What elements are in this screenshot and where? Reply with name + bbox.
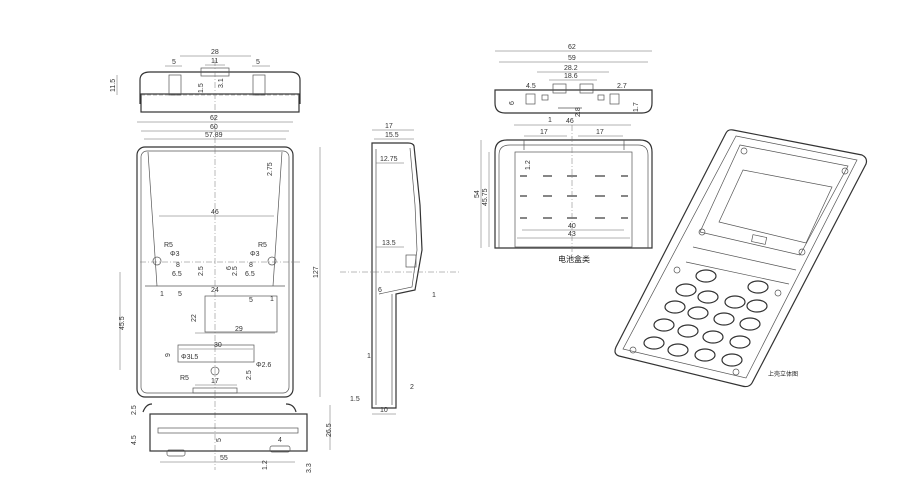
dim-label: 6 <box>509 101 516 105</box>
dim-label: 30 <box>214 342 222 349</box>
dim-label: 17 <box>385 123 393 130</box>
dim-label: 62 <box>568 44 576 51</box>
dim-label: 46 <box>211 209 219 216</box>
dim-label: 45.75 <box>482 188 489 206</box>
box-label: Φ3L5 <box>181 354 198 361</box>
dim-label: 2 <box>410 384 414 391</box>
dim-label: R5 <box>180 375 189 382</box>
dim-label: 1 <box>432 292 436 299</box>
iso-view: 上壳立体图 <box>614 129 868 388</box>
dim-label: 1.2 <box>525 160 532 170</box>
dim-label: 2.5 <box>232 266 239 276</box>
dim-label: 1.5 <box>198 83 205 93</box>
dim-label: 2.5 <box>198 266 205 276</box>
dim-label: 5 <box>256 59 260 66</box>
dim-label: 2.75 <box>267 162 274 176</box>
dim-label: 3.3 <box>306 463 313 473</box>
dim-label: 45.5 <box>119 316 126 330</box>
front-bottom-cap: 2.5 4.5 5 55 4 1.2 3.3 26.5 <box>131 403 333 473</box>
side-view: 17 15.5 12.75 13.5 6 1 1 2 1.5 10 <box>340 123 460 415</box>
battery-cover: 62 59 28.2 18.6 4.5 2.7 6 1.7 1 2.8 <box>494 44 653 124</box>
dim-label: 62 <box>210 115 218 122</box>
dim-label: 55 <box>220 455 228 462</box>
dim-label: 11 <box>211 58 218 65</box>
dim-label: 1 <box>367 353 371 360</box>
dim-label: 17 <box>211 378 219 385</box>
dim-label: 2.8 <box>575 107 582 117</box>
dim-label: 11.5 <box>110 79 117 92</box>
dim-label: 1 <box>270 296 274 303</box>
dim-label: 24 <box>211 287 219 294</box>
dim-label: 28.2 <box>564 65 578 72</box>
dim-label: 5 <box>216 438 223 442</box>
dim-label: 6 <box>226 266 233 270</box>
dim-label: 6.5 <box>245 271 255 278</box>
dim-label: R5 <box>164 242 173 249</box>
dim-label: 57.89 <box>205 132 223 139</box>
dim-label: 1 <box>160 291 164 298</box>
dim-label: 4.5 <box>131 435 138 445</box>
front-top-cap: 28 5 5 11 11.5 1.5 3.1 <box>110 49 301 113</box>
dim-label: 127 <box>313 266 320 278</box>
dim-label: 59 <box>568 55 576 62</box>
dim-label: 40 <box>568 223 576 230</box>
dim-label: 5 <box>172 59 176 66</box>
keypad <box>643 269 769 367</box>
dim-label: 28 <box>211 49 219 56</box>
dim-label: Φ3 <box>250 251 260 258</box>
dim-label: 3.1 <box>218 78 225 88</box>
dim-label: Φ3 <box>170 251 180 258</box>
dim-label: 5 <box>249 297 253 304</box>
dim-label: 54 <box>474 190 481 198</box>
dim-label: 17 <box>540 129 548 136</box>
dim-label: 18.6 <box>564 73 578 80</box>
battery-box: 46 17 17 1.2 54 45.75 40 43 电池盒类 <box>474 118 653 264</box>
dim-label: 5 <box>178 291 182 298</box>
dim-label: 8 <box>176 262 180 269</box>
dim-label: 43 <box>568 231 576 238</box>
dim-label: R5 <box>258 242 267 249</box>
dim-label: 4 <box>278 437 282 444</box>
dim-label: 6.5 <box>172 271 182 278</box>
dim-label: 8 <box>249 262 253 269</box>
dim-label: 1.5 <box>350 396 360 403</box>
rib-grid <box>520 175 628 219</box>
dim-label: 1.7 <box>633 102 640 112</box>
dim-label: 17 <box>596 129 604 136</box>
dim-label: 9 <box>165 353 172 357</box>
dim-label: 2.5 <box>131 405 138 415</box>
dim-label: 29 <box>235 326 243 333</box>
dim-label: Φ2.6 <box>256 362 271 369</box>
dim-label: 13.5 <box>382 240 396 247</box>
dim-label: 4.5 <box>526 83 536 90</box>
dim-label: 1.2 <box>262 460 269 470</box>
dim-label: 26.5 <box>326 423 333 437</box>
dim-label: 1 <box>548 117 552 124</box>
battery-box-caption: 电池盒类 <box>558 254 590 264</box>
front-body: 62 60 57.89 2.75 46 R5 R5 Φ3 Φ3 8 8 6.5 … <box>119 60 321 470</box>
dim-label: 2.5 <box>246 370 253 380</box>
iso-view-caption: 上壳立体图 <box>768 370 798 378</box>
dim-label: 2.7 <box>617 83 627 90</box>
dim-label: 46 <box>566 118 574 125</box>
dim-label: 12.75 <box>380 156 398 163</box>
dim-label: 10 <box>380 407 388 414</box>
dim-label: 6 <box>378 287 382 294</box>
dim-label: 60 <box>210 124 218 131</box>
dim-label: 15.5 <box>385 132 399 139</box>
dim-label: 22 <box>191 314 198 322</box>
